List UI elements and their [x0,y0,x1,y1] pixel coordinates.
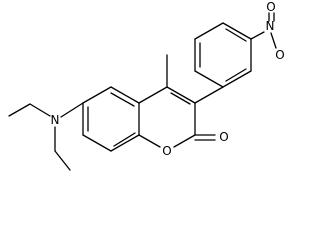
carbonyl-bond [194,134,216,141]
ring-oxygen-label: O [162,144,171,158]
nitro-oxygen-single-label: O [275,48,284,62]
carbonyl-oxygen-label: O [219,130,228,144]
diethylamino-bonds [8,102,84,171]
nitro-oxygen-double-label: O [266,0,275,14]
nitro-bonds [250,12,277,49]
amine-nitrogen-label: N [51,113,60,127]
chemical-structure: N O O N O O [8,0,285,171]
benzo-ring [82,86,140,152]
nitro-nitrogen-label: N [266,19,275,33]
pyranone-ring [138,86,196,148]
nitrophenyl-ring [194,22,252,104]
